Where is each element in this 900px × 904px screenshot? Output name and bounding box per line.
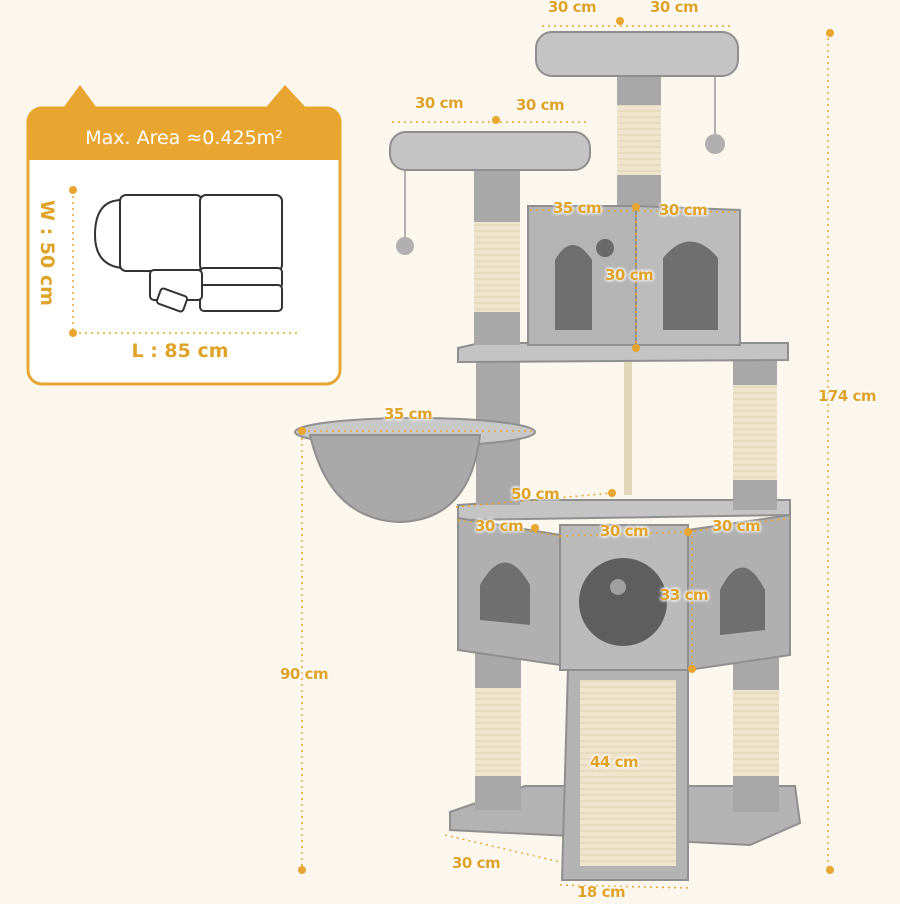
- dim-lower-platform-depth: 50 cm: [511, 485, 560, 503]
- card-header: [28, 108, 340, 160]
- dim-condo-top-width: 30 cm: [659, 201, 708, 219]
- dim-condo-top-depth: 35 cm: [553, 199, 602, 217]
- dim-top-platform-left: 30 cm: [548, 0, 597, 16]
- dim-condo-top-height: 30 cm: [605, 266, 654, 284]
- dim-lower-condo-left: 30 cm: [475, 517, 524, 535]
- card-dimension-lines: [69, 186, 300, 337]
- dim-lower-condo-height: 33 cm: [660, 586, 709, 604]
- sofa-icon: [93, 194, 283, 313]
- top-platform: [535, 31, 739, 77]
- dim-top-platform-right: 30 cm: [650, 0, 699, 16]
- dim-ramp-length: 44 cm: [590, 753, 639, 771]
- area-card-title: Max. Area ≈0.425m²: [85, 127, 283, 149]
- area-card: [26, 85, 342, 386]
- area-card-width-label: W : 50 cm: [36, 200, 58, 306]
- dim-total-height: 174 cm: [818, 387, 877, 405]
- dim-left-platform-left: 30 cm: [415, 94, 464, 112]
- dim-basket: 35 cm: [384, 405, 433, 423]
- area-card-length-label: L : 85 cm: [131, 340, 229, 362]
- cat-tree: [294, 31, 802, 881]
- lower-condo: [457, 499, 791, 672]
- dim-left-platform-right: 30 cm: [516, 96, 565, 114]
- left-platform: [389, 131, 591, 171]
- toy-ball-top: [705, 134, 725, 154]
- hammock-basket: [294, 417, 536, 524]
- dim-lower-height: 90 cm: [280, 665, 329, 683]
- dim-ramp-width: 18 cm: [577, 883, 626, 901]
- scratching-ramp: [560, 667, 689, 881]
- dim-lower-condo-middle: 30 cm: [600, 522, 649, 540]
- dimension-endpoints: [298, 17, 834, 874]
- dim-base-depth: 30 cm: [452, 854, 501, 872]
- dimension-lines: [301, 25, 829, 889]
- toy-ball-left: [396, 237, 414, 255]
- upper-condo: [527, 204, 741, 346]
- dim-lower-condo-right: 30 cm: [712, 517, 761, 535]
